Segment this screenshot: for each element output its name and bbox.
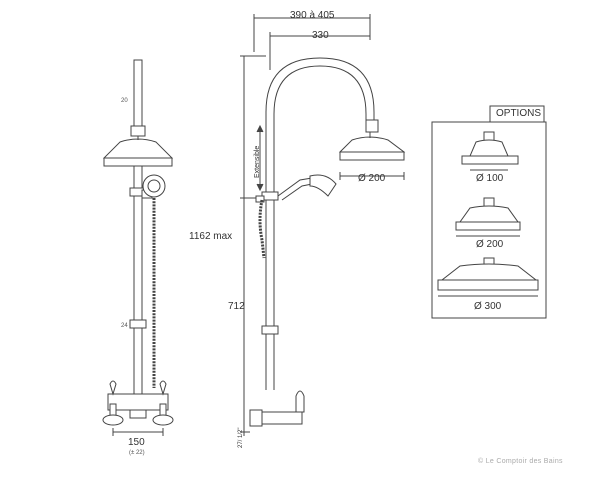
dimension-lower-height: 712 — [228, 301, 245, 312]
label-extensible: Extensible — [254, 145, 261, 178]
options-title: OPTIONS — [496, 108, 542, 119]
option-label: Ø 300 — [474, 301, 502, 312]
dimension-mid-small: 24 — [121, 323, 128, 329]
front-view — [102, 59, 174, 436]
dimension-arm-width: 330 — [312, 30, 329, 41]
option-label: Ø 100 — [476, 173, 504, 184]
watermark: © Le Comptoir des Bains — [478, 458, 563, 465]
dimension-total-width: 390 à 405 — [290, 10, 335, 21]
side-view — [240, 14, 406, 436]
dimension-total-height: 1162 max — [189, 231, 233, 242]
dimension-base-width: 150 — [128, 437, 145, 448]
options-panel — [431, 105, 547, 319]
dimension-main-head: Ø 200 — [358, 173, 386, 184]
option-label: Ø 200 — [476, 239, 504, 250]
dimension-base-width-tolerance: (± 22) — [129, 450, 145, 456]
dimension-bottom-small: 27/ 1/2" — [238, 427, 244, 448]
dimension-top-small: 20 — [121, 98, 128, 104]
